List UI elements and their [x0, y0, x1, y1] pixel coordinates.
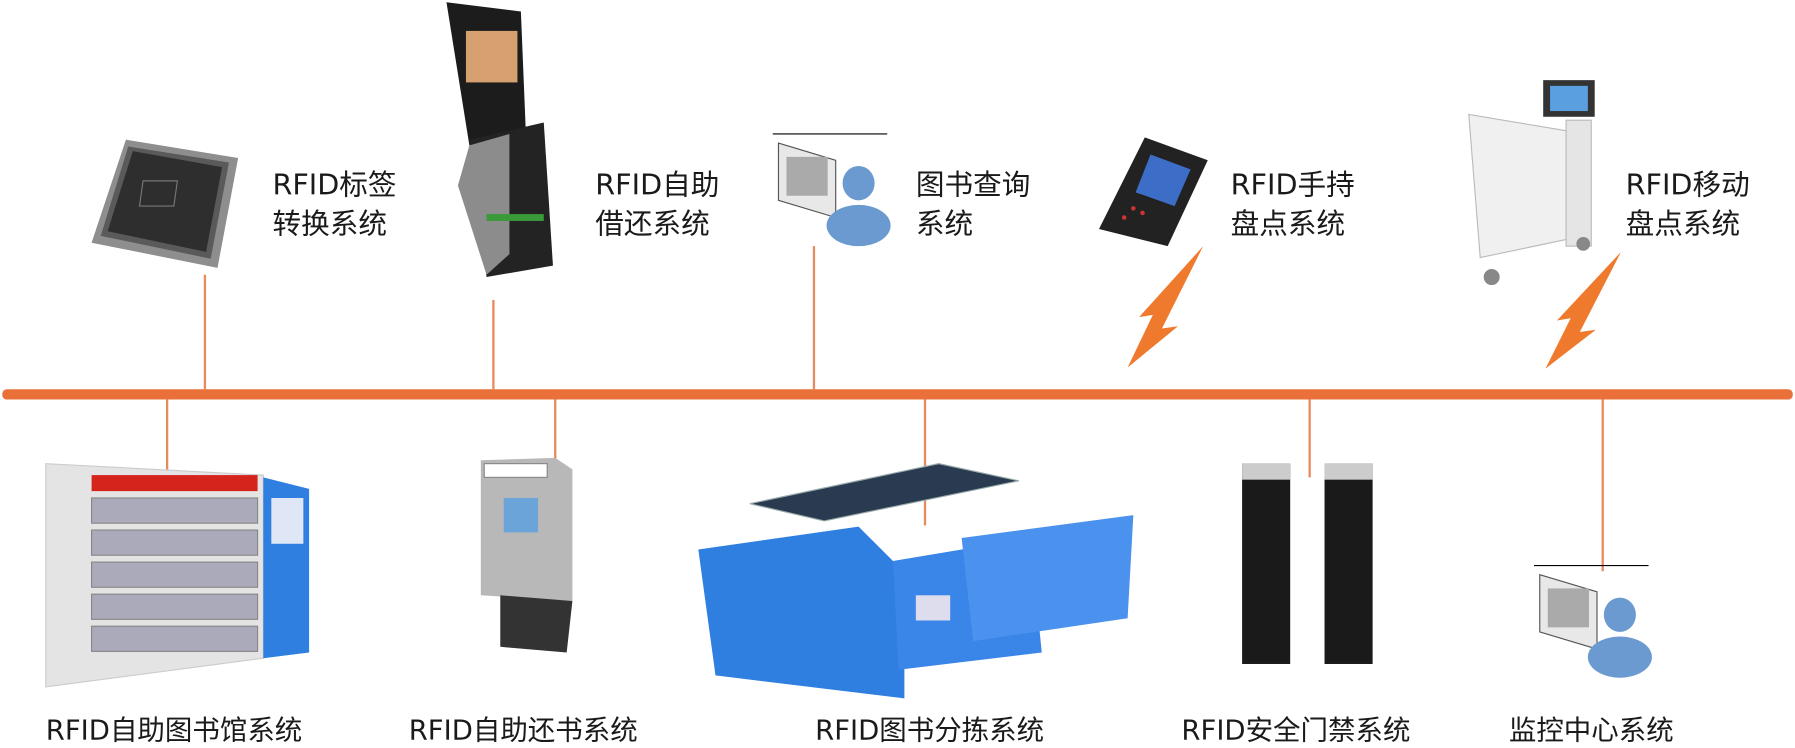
mobile-inventory-cart-icon — [1468, 80, 1595, 286]
connector-line — [1308, 399, 1311, 478]
connector-line — [165, 399, 168, 476]
wireless-signal-icon — [1127, 246, 1204, 368]
connector-line — [1601, 399, 1604, 572]
system-label: RFID手持盘点系统 — [1230, 168, 1355, 241]
system-label: RFID移动盘点系统 — [1625, 168, 1750, 241]
connector-line — [492, 299, 494, 390]
self-service-library-icon — [45, 463, 310, 688]
system-label: RFID安全门禁系统 — [1181, 714, 1411, 747]
self-service-kiosk-icon — [446, 2, 553, 278]
connector-line — [923, 399, 926, 526]
system-label: 监控中心系统 — [1508, 714, 1674, 747]
connector-line — [203, 274, 206, 390]
computer-user-icon — [772, 133, 891, 247]
system-label: RFID自助还书系统 — [408, 714, 638, 747]
system-label: RFID标签转换系统 — [272, 168, 397, 241]
network-bus — [2, 389, 1793, 400]
book-return-machine-icon — [480, 457, 573, 653]
system-label: RFID自助借还系统 — [595, 168, 720, 241]
computer-user-icon — [1534, 564, 1652, 678]
system-label: 图书查询系统 — [915, 168, 1031, 241]
system-label: RFID自助图书馆系统 — [45, 714, 303, 747]
security-gate-icon — [1242, 463, 1373, 664]
system-label: RFID图书分拣系统 — [815, 714, 1045, 747]
connector-line — [554, 399, 556, 460]
rfid-tag-reader-icon — [91, 139, 239, 268]
connector-line — [812, 246, 815, 390]
wireless-signal-icon — [1545, 251, 1622, 369]
book-sorting-machine-icon — [698, 463, 1134, 699]
handheld-scanner-icon — [1099, 137, 1208, 247]
